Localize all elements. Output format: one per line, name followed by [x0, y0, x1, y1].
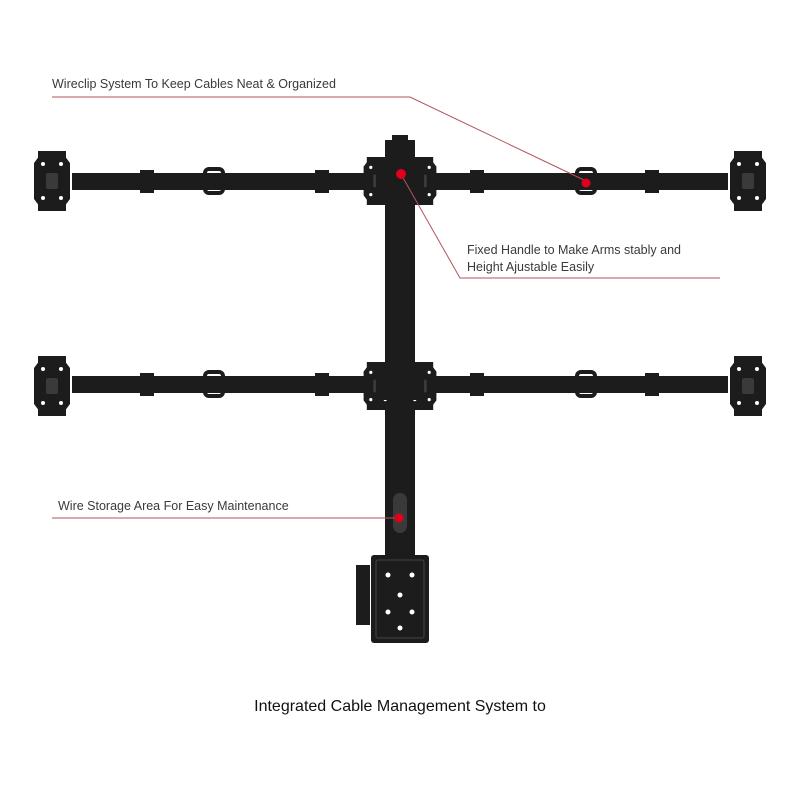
wireclip-marker — [581, 178, 591, 188]
callout-handle-line2: Height Ajustable Easily — [467, 260, 595, 274]
lower-arm-row — [34, 356, 766, 416]
callout-handle: Fixed Handle to Make Arms stably and Hei… — [467, 242, 681, 276]
callout-leader-lines — [52, 96, 720, 519]
callout-handle-line1: Fixed Handle to Make Arms stably and — [467, 243, 681, 257]
wire-storage-slot — [393, 493, 407, 533]
upper-arm-row — [34, 151, 766, 211]
storage-marker — [394, 513, 404, 523]
pole-cap — [392, 135, 408, 145]
caption: Integrated Cable Management System to — [254, 698, 546, 715]
desk-clamp-plate — [356, 555, 429, 643]
callout-wireclip: Wireclip System To Keep Cables Neat & Or… — [52, 77, 336, 91]
handle-marker — [396, 169, 406, 179]
callout-storage: Wire Storage Area For Easy Maintenance — [58, 499, 289, 513]
